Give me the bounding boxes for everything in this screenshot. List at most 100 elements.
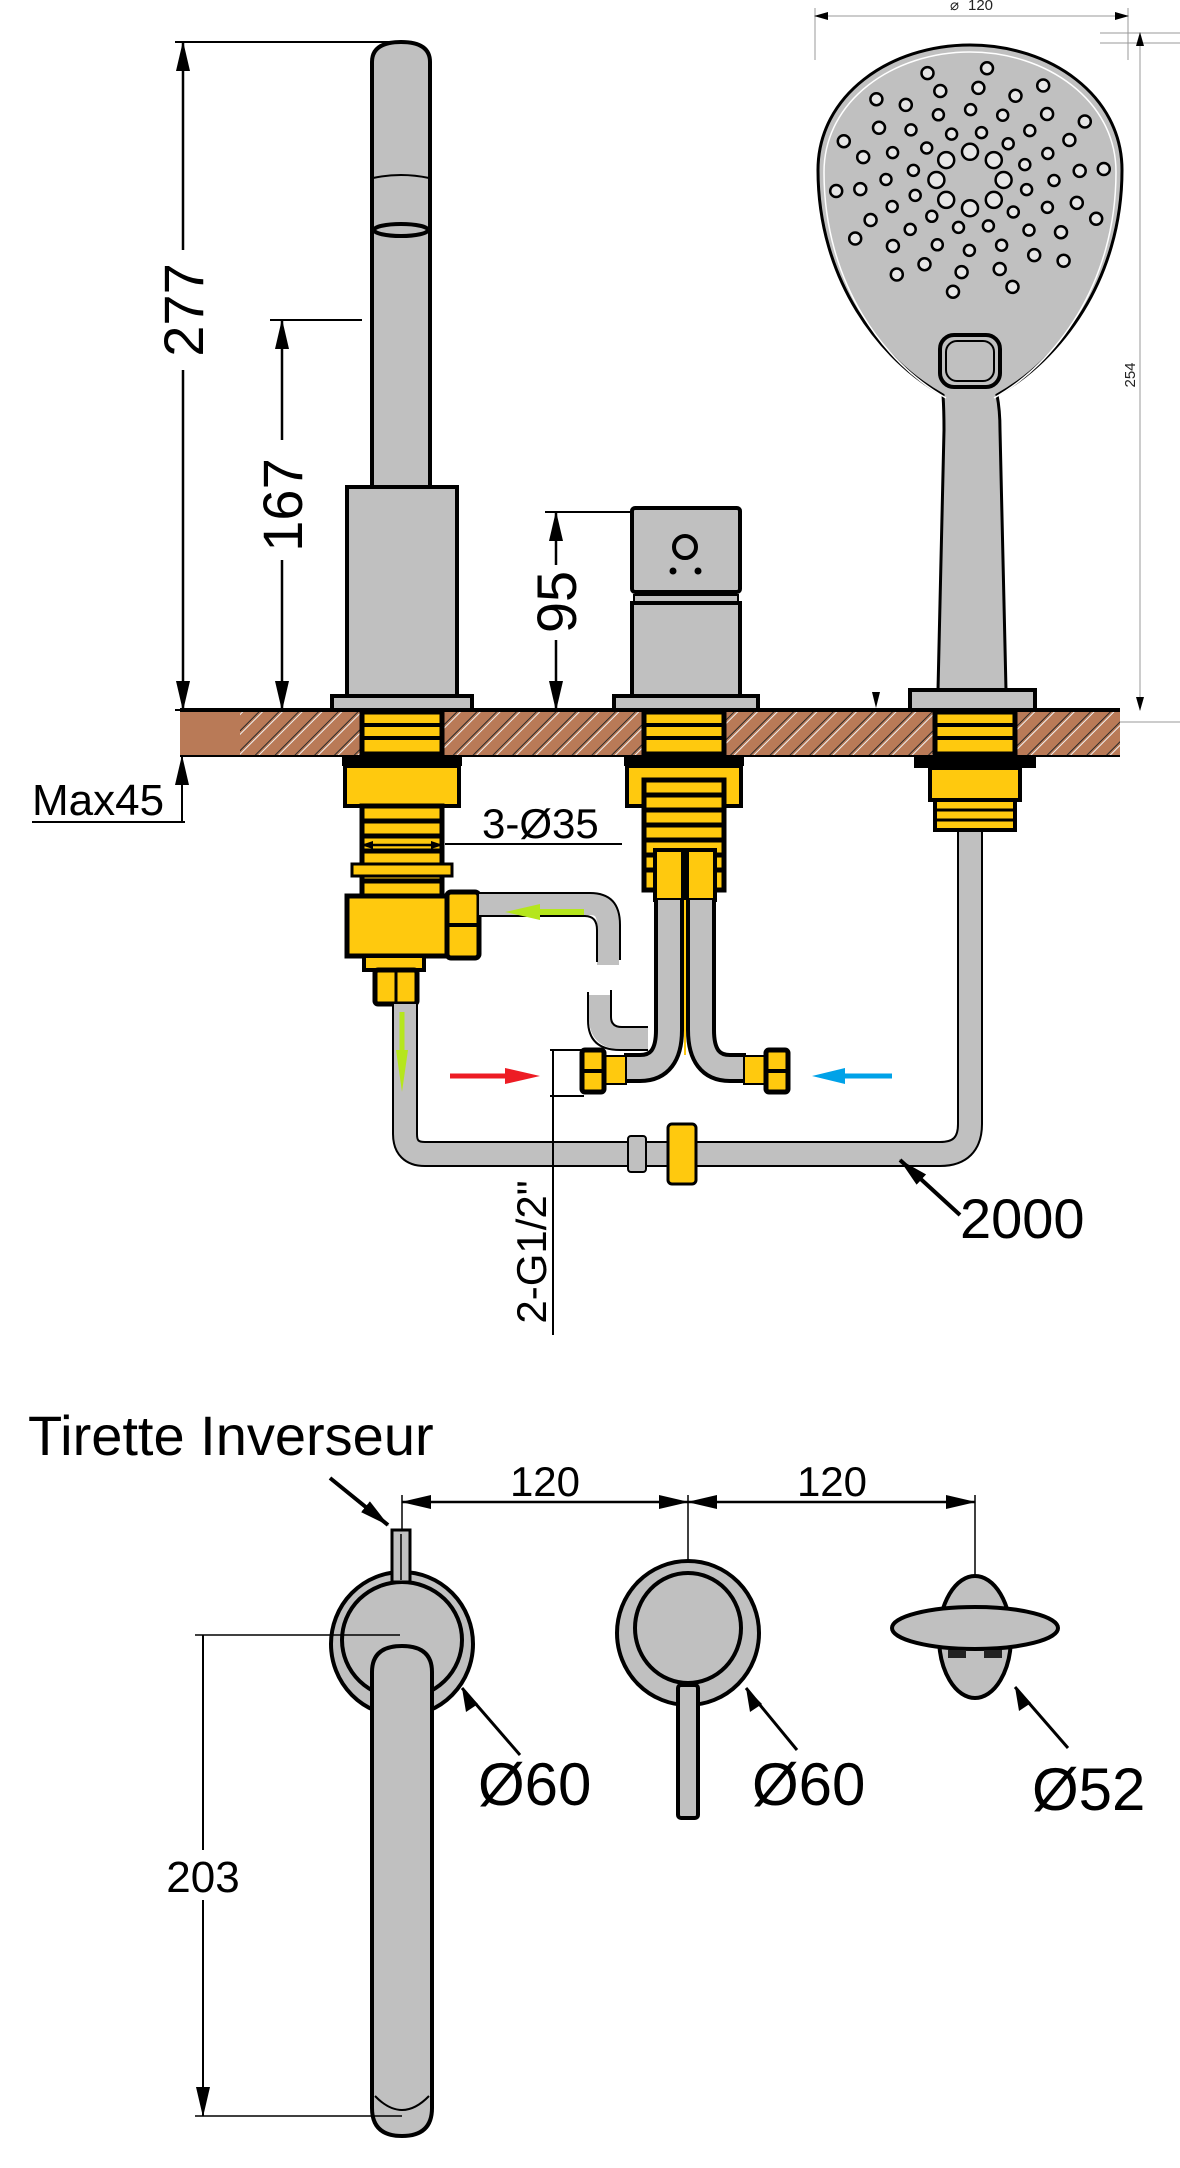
shower-nozzle: [944, 127, 959, 141]
shower-nozzle: [1072, 163, 1087, 179]
shower-nozzle: [917, 256, 932, 272]
diverter-leader: [328, 1476, 390, 1527]
valve-lever: [676, 1683, 700, 1820]
cold-water-arrow: [812, 1068, 892, 1084]
spout: [330, 39, 482, 1007]
shower-nozzle: [908, 188, 922, 203]
shower-nozzle: [963, 102, 978, 117]
shower-nozzle: [936, 150, 956, 170]
shower-nozzle: [853, 181, 868, 197]
shower-nozzle: [1041, 146, 1055, 161]
spacing-1-label: 120: [510, 1458, 580, 1505]
hand-shower: [816, 43, 1124, 832]
shower-nozzle: [903, 222, 917, 237]
spout-height-label: 277: [152, 263, 215, 356]
shower-nozzle: [1053, 224, 1069, 240]
shower-nozzle: [994, 170, 1013, 190]
dimension-95: 95: [525, 511, 632, 711]
deck-tick-marks: [872, 692, 880, 708]
valve-flange: [612, 694, 760, 712]
shower-rosette-label: Ø52: [1032, 1756, 1145, 1823]
valve-body: [630, 601, 742, 698]
shower-length-label: 254: [1122, 362, 1139, 387]
hose-coupling: [627, 1122, 698, 1186]
shower-nozzle: [863, 212, 878, 228]
shower-nozzle: [1018, 157, 1032, 172]
shower-nozzle: [869, 91, 884, 107]
shower-nozzle: [962, 243, 977, 258]
shower-nozzle: [945, 284, 961, 299]
diverter-label: Tirette Inverseur: [28, 1404, 434, 1467]
shower-nozzle: [995, 108, 1010, 122]
shower-nozzle: [885, 199, 899, 214]
dimension-spacing: 120 120: [401, 1458, 976, 1590]
top-view: Tirette Inverseur 120 120 203: [28, 1404, 1145, 2139]
hole-diameter-label: 3-Ø35: [482, 800, 599, 847]
hot-water-arrow: [450, 1068, 540, 1084]
dimension-277: 277: [152, 41, 395, 711]
hose-length-label: 2000: [960, 1187, 1085, 1250]
shower-nozzle: [925, 209, 939, 224]
shower-nozzle: [1088, 211, 1104, 227]
dimension-hose-length: 2000: [898, 1158, 1085, 1250]
spout-top: [370, 1643, 434, 2139]
shower-nozzle: [994, 238, 1009, 252]
shower-nozzle: [992, 261, 1007, 277]
shower-nozzle: [847, 231, 863, 246]
shower-nozzle: [1001, 136, 1015, 151]
shower-nozzle: [960, 198, 980, 218]
shower-nozzle: [1096, 161, 1112, 177]
spout-pipe: [370, 39, 432, 489]
shower-nozzle: [885, 238, 901, 254]
shower-top-view: [890, 1574, 1060, 1700]
shower-nozzle: [898, 97, 914, 113]
valve-handle: [630, 506, 742, 594]
shower-nozzle: [1019, 182, 1034, 197]
spout-body: [345, 485, 459, 698]
spout-outlet: [372, 222, 430, 238]
shower-width-label: 120: [968, 0, 993, 14]
shower-nozzle: [981, 219, 996, 233]
shower-nozzle: [836, 133, 852, 149]
mixed-flow-arrow: [396, 904, 584, 1092]
shower-nozzle: [951, 220, 966, 235]
shower-nozzle: [889, 267, 905, 282]
shower-nozzle: [930, 238, 945, 252]
dimension-hole: 3-Ø35: [361, 800, 622, 849]
shower-nozzle: [1056, 253, 1071, 269]
dimension-shower-width: ⌀ 120: [814, 0, 1129, 60]
valve-rosette-label: Ø60: [752, 1751, 865, 1818]
dimension-203: 203: [166, 1634, 402, 2117]
shower-nozzle: [1069, 195, 1085, 211]
dimension-167: 167: [251, 319, 362, 711]
shower-nozzle: [1008, 88, 1023, 104]
shower-nozzle: [904, 123, 918, 137]
shower-nozzle: [984, 150, 1004, 170]
dimension-inlet-thread: 2-G1/2": [508, 1049, 584, 1335]
deck-solid: [180, 710, 240, 756]
shower-nozzle: [1039, 106, 1055, 122]
shower-nozzle: [871, 120, 887, 136]
valve-top-view: [615, 1559, 761, 1820]
shower-width-prefix: ⌀: [950, 0, 959, 14]
shower-nozzle: [828, 183, 844, 199]
shower-nozzle: [974, 125, 989, 140]
shower-nozzle: [933, 83, 948, 99]
shower-nozzle: [1006, 205, 1021, 219]
shower-nozzle: [906, 163, 921, 178]
shower-nozzle: [1040, 200, 1055, 215]
shower-nozzle: [979, 61, 995, 76]
deck-thickness-label: Max45: [32, 776, 164, 825]
spout-top-view: [329, 1528, 475, 2139]
spacing-2-label: 120: [797, 1458, 867, 1505]
diverter-body: [344, 893, 450, 959]
shower-mode-button: [938, 333, 1002, 389]
shower-head-top: [890, 1605, 1060, 1651]
shower-nozzle: [1062, 132, 1077, 148]
shower-flange: [908, 688, 1037, 712]
shower-nozzle: [1022, 223, 1036, 237]
valve-height-label: 95: [525, 571, 588, 633]
dimension-254: 254: [1100, 32, 1180, 723]
spout-rosette-label: Ø60: [478, 1751, 591, 1818]
